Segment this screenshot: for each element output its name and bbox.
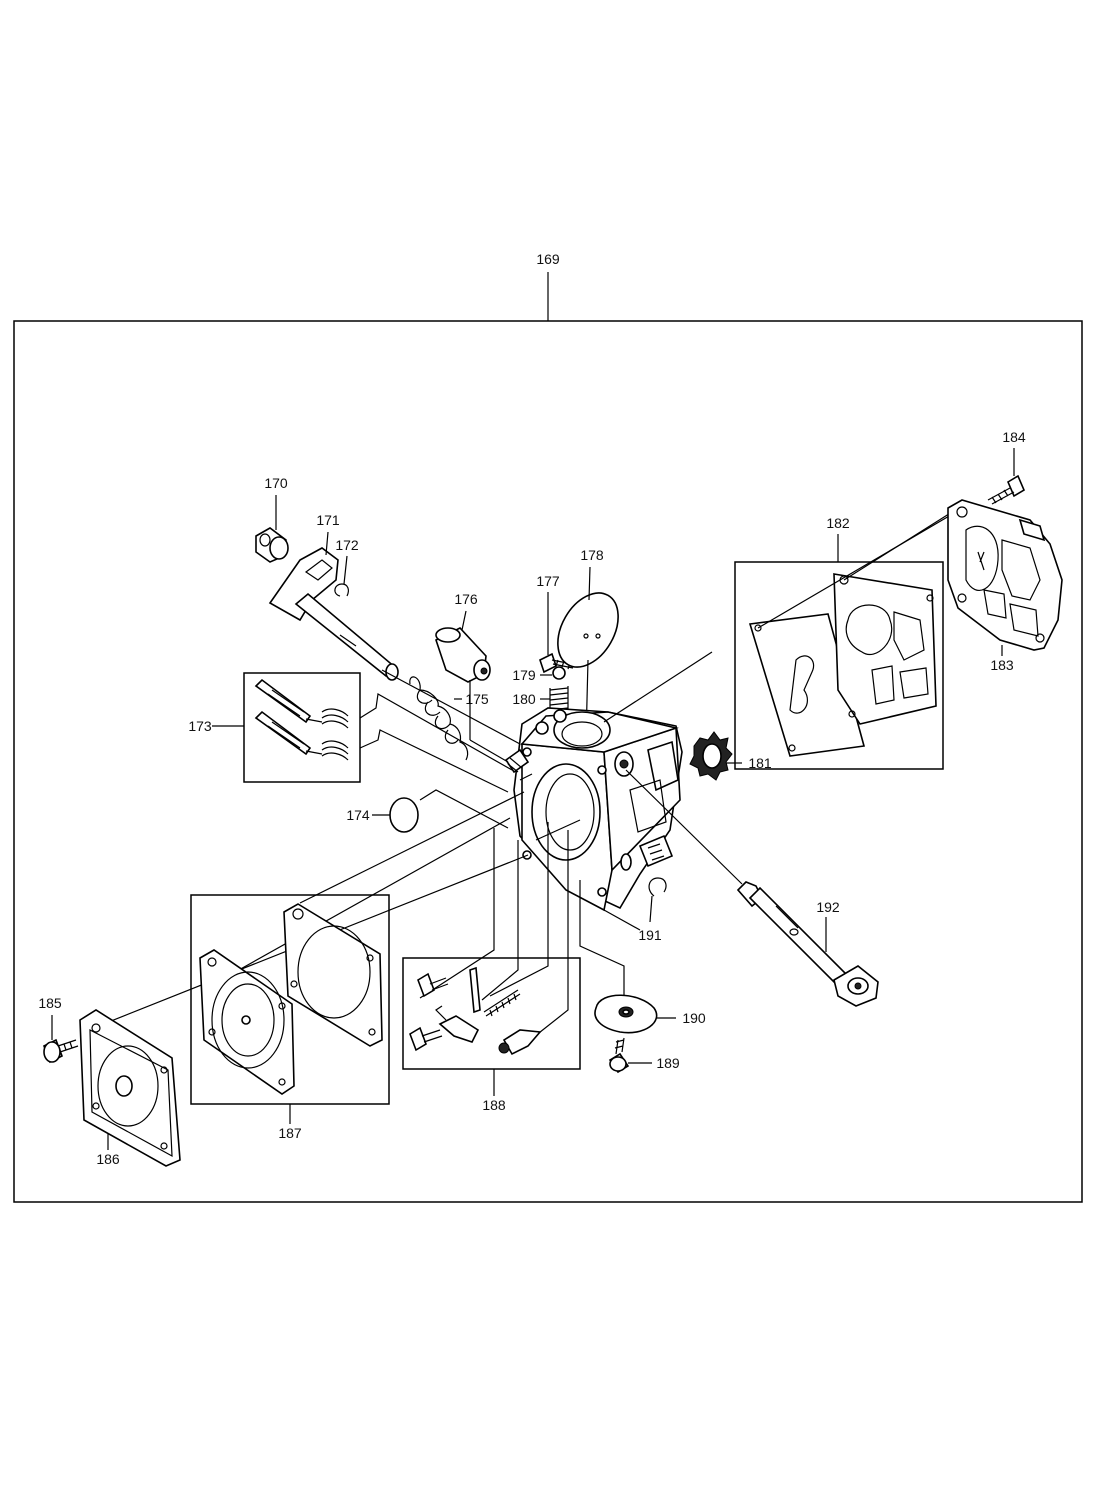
callout-190: 190 bbox=[682, 1010, 706, 1026]
callout-170: 170 bbox=[264, 475, 288, 491]
part-182-metering-diaphragm-set bbox=[734, 511, 957, 770]
part-183-metering-cover bbox=[947, 499, 1063, 656]
callout-182: 182 bbox=[826, 515, 850, 531]
callout-188: 188 bbox=[482, 1097, 506, 1113]
callout-183: 183 bbox=[990, 657, 1014, 673]
callout-186: 186 bbox=[96, 1151, 120, 1167]
callout-180: 180 bbox=[512, 691, 536, 707]
part-172-clip bbox=[334, 555, 349, 597]
callout-174: 174 bbox=[346, 807, 370, 823]
part-187-pump-diaphragm-set bbox=[190, 894, 390, 1124]
part-179-ball bbox=[540, 666, 566, 680]
part-171-throttle-shaft bbox=[268, 531, 399, 681]
part-189-screw bbox=[608, 1037, 652, 1074]
part-173-needle-set bbox=[212, 672, 361, 783]
assembly-frame bbox=[13, 272, 1083, 1203]
callout-171: 171 bbox=[316, 512, 340, 528]
part-188-inlet-needle-set bbox=[402, 957, 581, 1096]
part-184-screw bbox=[987, 448, 1026, 505]
part-185-screw bbox=[42, 1015, 79, 1064]
callout-172: 172 bbox=[335, 537, 359, 553]
callout-185: 185 bbox=[38, 995, 62, 1011]
assembly-guide-lines bbox=[95, 651, 743, 1041]
part-190-metering-lever-plate bbox=[594, 994, 676, 1034]
callout-178: 178 bbox=[580, 547, 604, 563]
callout-173: 173 bbox=[188, 718, 212, 734]
carburetor-body bbox=[504, 707, 683, 912]
callout-184: 184 bbox=[1002, 429, 1026, 445]
part-192-choke-shaft bbox=[736, 881, 879, 1007]
callout-177: 177 bbox=[536, 573, 560, 589]
part-178-throttle-plate bbox=[557, 566, 619, 741]
part-174-o-ring bbox=[372, 797, 419, 833]
callout-169: 169 bbox=[536, 251, 560, 267]
callout-175: 175 bbox=[465, 691, 489, 707]
callout-179: 179 bbox=[512, 667, 536, 683]
callout-191: 191 bbox=[638, 927, 662, 943]
part-186-pump-cover bbox=[79, 1009, 181, 1167]
part-175-spring bbox=[409, 676, 469, 761]
part-176-plug bbox=[435, 610, 491, 683]
callout-187: 187 bbox=[278, 1125, 302, 1141]
part-181-gear bbox=[689, 731, 742, 781]
part-191-clip bbox=[648, 877, 667, 923]
part-170-cap bbox=[255, 495, 289, 563]
callout-189: 189 bbox=[656, 1055, 680, 1071]
callout-192: 192 bbox=[816, 899, 840, 915]
callout-176: 176 bbox=[454, 591, 478, 607]
callout-181: 181 bbox=[748, 755, 772, 771]
part-177-screw bbox=[539, 592, 574, 674]
